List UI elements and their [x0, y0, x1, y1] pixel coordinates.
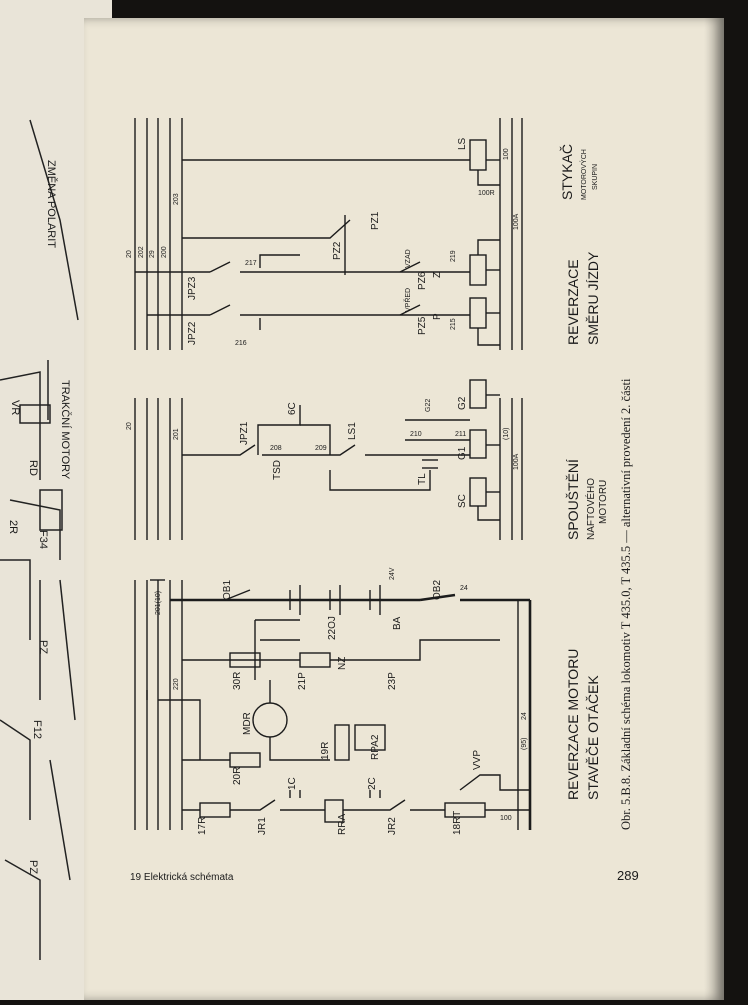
svg-text:RD: RD	[27, 460, 39, 476]
label-ob2: OB2	[432, 580, 443, 600]
wire-203: 203	[173, 193, 180, 205]
wire-202: 202	[138, 246, 145, 258]
middle-bus-lines	[134, 379, 523, 540]
label-mdr: MDR	[242, 712, 253, 735]
label-2c: 2C	[367, 777, 378, 790]
figure-caption: Obr. 5.B.8. Základní schéma lokomotiv T …	[619, 378, 633, 830]
svg-text:F12: F12	[31, 720, 43, 739]
label-22oj: 22OJ	[327, 616, 338, 640]
title-staveče-otacek: STAVĚČE OTÁČEK	[585, 675, 601, 800]
label-30r: 30R	[232, 672, 243, 690]
title-naftoveho: NAFTOVÉHO	[584, 478, 597, 540]
left-page-schematic: VR RD F34 2R PZ F12 PZ TRAKČNÍ MOTORY ZM…	[0, 119, 79, 960]
book-page: 20 202 29 200 203 217 216 219 215 100 10…	[84, 18, 724, 1000]
label-23p: 23P	[387, 672, 398, 690]
wire-95: (95)	[521, 738, 528, 750]
label-pz6: PZ6	[417, 271, 428, 290]
wire-100: 100	[503, 148, 510, 160]
label-jr1: JR1	[257, 817, 268, 835]
wire-201: 201	[173, 428, 180, 440]
title-motoru: MOTORU	[598, 480, 609, 524]
label-rra: RRA	[337, 814, 348, 835]
label-ls: LS	[457, 137, 468, 150]
upper-bus-lines	[134, 118, 523, 350]
wire-220: 220	[173, 678, 180, 690]
svg-text:TRAKČNÍ MOTORY: TRAKČNÍ MOTORY	[59, 380, 72, 480]
wire-24v: 24V	[389, 567, 396, 580]
schematic-diagram: 20 202 29 200 203 217 216 219 215 100 10…	[126, 118, 639, 883]
title-reverzace-motoru: REVERZACE MOTORU	[565, 649, 581, 800]
title-reverzace: REVERZACE	[565, 259, 581, 345]
title-smeru-jizdy: SMĚRU JÍZDY	[585, 251, 601, 345]
label-z: Z	[432, 272, 443, 278]
label-sc: SC	[457, 494, 468, 508]
wire-20: 20	[126, 250, 133, 258]
label-vpred: VPŘED	[403, 288, 412, 312]
running-footer: 19 Elektrická schémata	[130, 872, 234, 883]
wire-200: 200	[161, 246, 168, 258]
label-18rt: 18RT	[452, 811, 463, 835]
label-vzad: VZAD	[405, 249, 412, 268]
wire-100a: 100A	[513, 213, 520, 230]
label-jr2: JR2	[387, 817, 398, 835]
wire-209: 209	[315, 445, 327, 452]
label-20r: 20R	[232, 767, 243, 785]
label-p: P	[432, 313, 443, 320]
label-jpz3: JPZ3	[187, 276, 198, 300]
label-g2: G2	[457, 396, 468, 410]
label-nz: NZ	[337, 657, 348, 670]
wire-208: 208	[270, 445, 282, 452]
label-pz2: PZ2	[332, 241, 343, 260]
lower-bus-lines	[134, 579, 532, 830]
label-pz1: PZ1	[370, 211, 381, 230]
label-17r: 17R	[197, 817, 208, 835]
section-titles: REVERZACE MOTORU STAVĚČE OTÁČEK SPOUŠTĚN…	[559, 144, 609, 800]
label-ba: BA	[392, 616, 403, 630]
page-number: 289	[617, 868, 639, 883]
wire-217: 217	[245, 260, 257, 267]
wire-29: 29	[149, 250, 156, 258]
label-ls1: LS1	[347, 422, 358, 440]
wire-24: 24	[460, 585, 468, 592]
label-rpa2: RPA2	[370, 734, 381, 760]
label-pz5: PZ5	[417, 316, 428, 335]
wire-210: 210	[410, 431, 422, 438]
wire-219: 219	[450, 250, 457, 262]
wire-201-10: 201(10)	[155, 591, 162, 615]
svg-text:VR: VR	[9, 400, 21, 415]
svg-text:ZMĚNA POLARIT: ZMĚNA POLARIT	[45, 160, 58, 248]
label-vvp: VVP	[472, 750, 483, 770]
label-1c: 1C	[287, 777, 298, 790]
label-ob1: OB1	[222, 580, 233, 600]
label-6c: 6C	[287, 402, 298, 415]
title-skupin: SKUPIN	[592, 164, 599, 190]
svg-text:2R: 2R	[7, 520, 19, 534]
wire-100-low: 100	[500, 815, 512, 822]
label-tsd: TSD	[272, 460, 283, 480]
label-jpz1: JPZ1	[239, 421, 250, 445]
component-labels: JPZ3 JPZ2 PZ2 PZ1 PZ5 PZ6 P Z LS VZAD VP…	[187, 137, 483, 835]
label-g22: G22	[425, 399, 432, 412]
wire-24-95: 24	[521, 712, 528, 720]
wire-20-mid: 20	[126, 422, 133, 430]
svg-text:PZ: PZ	[37, 640, 49, 654]
wire-100r: 100R	[478, 190, 495, 197]
title-spousteni: SPOUŠTĚNÍ	[565, 459, 581, 540]
title-motorovych: MOTOROVÝCH	[579, 149, 588, 200]
wire-100a-mid: 100A	[513, 453, 520, 470]
svg-text:PZ: PZ	[27, 860, 39, 874]
label-g1: G1	[457, 446, 468, 460]
label-21p: 21P	[297, 672, 308, 690]
wire-10: (10)	[503, 428, 510, 440]
wire-numbers: 20 202 29 200 203 217 216 219 215 100 10…	[126, 148, 528, 822]
wire-216: 216	[235, 340, 247, 347]
wire-211: 211	[455, 431, 466, 438]
title-stykac: STYKAČ	[559, 144, 575, 200]
label-tl: TL	[417, 473, 428, 485]
label-jpz2: JPZ2	[187, 321, 198, 345]
label-19r: 19R	[320, 742, 331, 760]
svg-text:F34: F34	[37, 530, 49, 549]
wire-215: 215	[450, 318, 457, 330]
